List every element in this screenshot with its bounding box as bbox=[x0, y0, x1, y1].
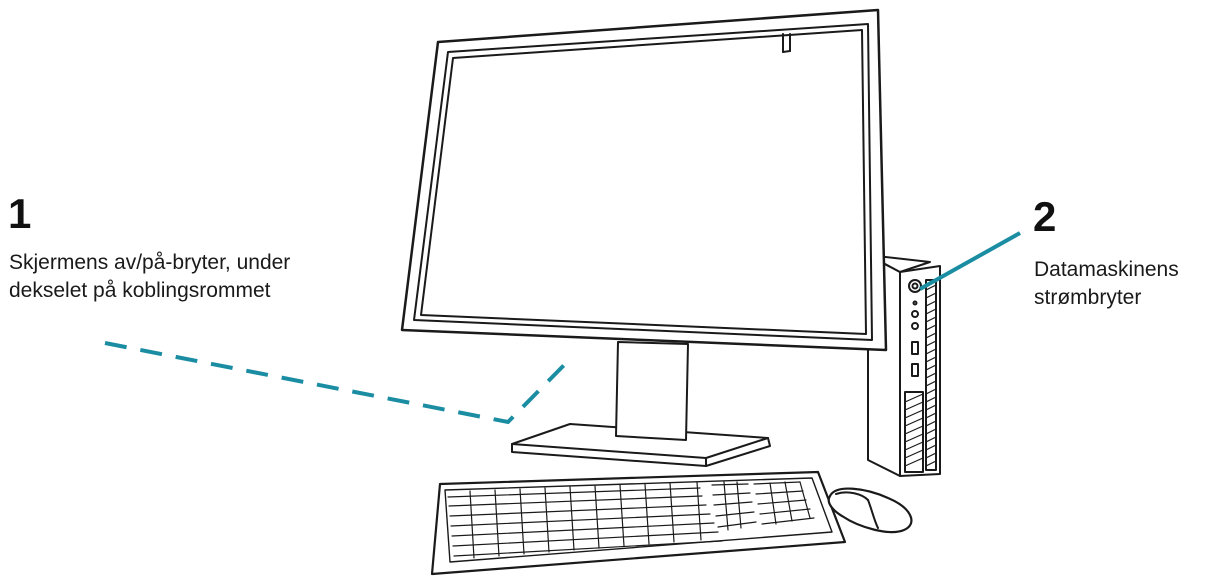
callout-number-1: 1 bbox=[8, 193, 31, 235]
keyboard-icon bbox=[432, 472, 845, 574]
callout-label-1-line-2: dekselet på koblingsrommet bbox=[9, 277, 290, 305]
callout-label-2: Datamaskinens strømbryter bbox=[1034, 256, 1179, 312]
mouse-icon bbox=[829, 489, 912, 532]
monitor-icon bbox=[402, 10, 886, 350]
callout-label-1-line-1: Skjermens av/på-bryter, under bbox=[9, 249, 290, 277]
monitor-stand bbox=[512, 342, 770, 466]
callout-label-2-line-1: Datamaskinens bbox=[1034, 256, 1179, 284]
leader-line-2 bbox=[920, 233, 1020, 289]
callout-label-2-line-2: strømbryter bbox=[1034, 284, 1179, 312]
leader-line-1 bbox=[105, 343, 572, 422]
callout-label-1: Skjermens av/på-bryter, under dekselet p… bbox=[9, 249, 290, 305]
callout-number-2: 2 bbox=[1033, 196, 1056, 238]
